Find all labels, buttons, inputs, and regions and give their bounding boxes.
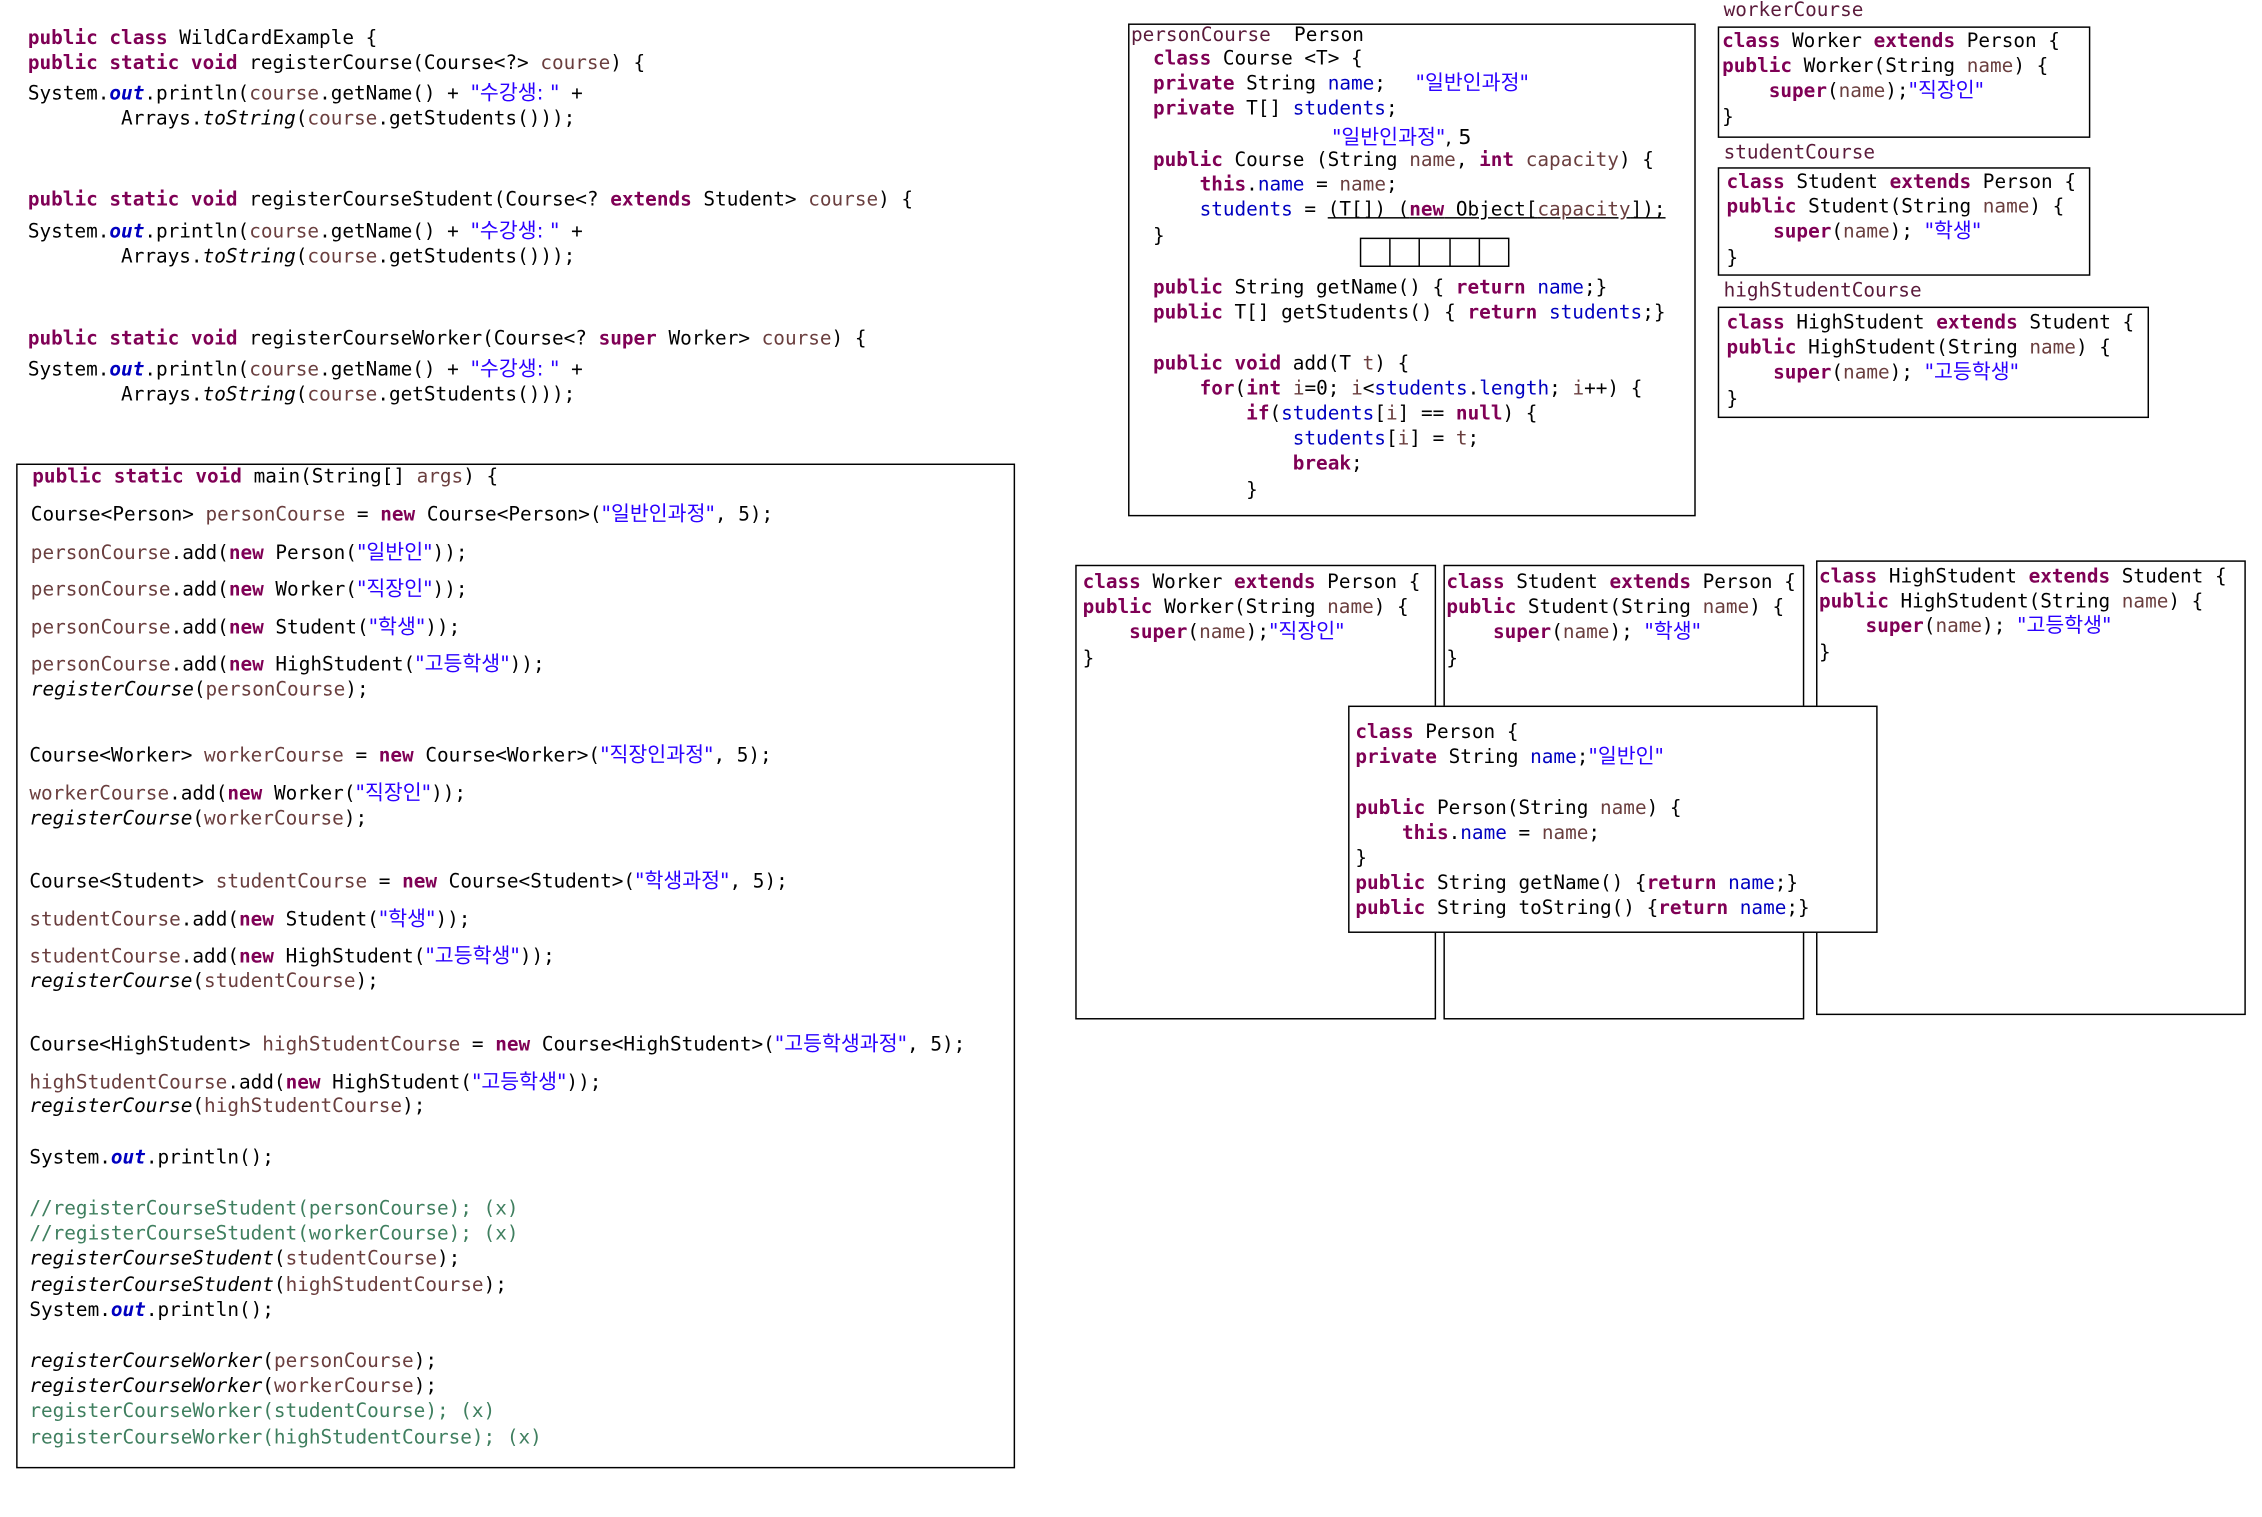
register-course-body: System.out.println(course.getName() + "수…: [27, 82, 583, 131]
register-course-student-calls: //registerCourseStudent(personCourse); (…: [29, 1198, 519, 1322]
person-class-box: [1348, 705, 1878, 933]
worker-course-label: workerCourse: [1723, 0, 1864, 23]
register-course-worker-method: public static void registerCourseWorker(…: [27, 328, 867, 351]
person-course-label: personCourse Person: [1130, 24, 1364, 47]
main-method-box: [16, 463, 1016, 1469]
course-class-code: class Course <T> { private String name; …: [1152, 48, 1398, 121]
register-course-student-method: public static void registerCourseStudent…: [27, 189, 914, 212]
register-worker-course-call: registerCourse(workerCourse);: [29, 808, 368, 831]
high-student-course-box: [1717, 306, 2150, 419]
main-signature: public static void main(String[] args) {: [32, 466, 499, 489]
student-course-label: studentCourse: [1723, 142, 1876, 165]
bottom-student-code: class Student extends Person { public St…: [1446, 572, 1796, 670]
course-class-box: [1128, 23, 1696, 517]
register-course-worker-body: System.out.println(course.getName() + "수…: [27, 357, 583, 407]
bottom-high-student-code: class HighStudent extends Student { publ…: [1818, 566, 2227, 664]
register-high-student-course-call: registerCourse(highStudentCourse);: [29, 1095, 426, 1118]
student-course-block: Course<Student> studentCourse = new Cour…: [29, 869, 788, 969]
worker-course-code: class Worker extends Person { public Wor…: [1722, 30, 2060, 129]
high-student-course-block: Course<HighStudent> highStudentCourse = …: [29, 1032, 966, 1094]
student-course-box: [1717, 167, 2091, 276]
register-course-student-body: System.out.println(course.getName() + "수…: [27, 220, 583, 269]
course-constructor-code: public Course (String name, int capacity…: [1152, 149, 1666, 248]
bottom-worker-code: class Worker extends Person { public Wor…: [1082, 572, 1421, 670]
left-code-top: public class WildCardExample { public st…: [27, 27, 646, 76]
high-student-course-code: class HighStudent extends Student { publ…: [1726, 312, 2135, 411]
register-student-course-call: registerCourse(studentCourse);: [29, 971, 379, 994]
println-1: System.out.println();: [29, 1147, 274, 1170]
worker-course-block: Course<Worker> workerCourse = new Course…: [29, 743, 772, 805]
course-name-value: "일반인과정": [1415, 71, 1529, 96]
constructor-args-annotation: "일반인과정", 5: [1331, 126, 1472, 150]
register-person-course-call: registerCourse(personCourse);: [30, 679, 369, 702]
course-methods-code: public String getName() { return name;} …: [1152, 277, 1666, 502]
person-course-block: Course<Person> personCourse = new Course…: [30, 503, 774, 677]
high-student-course-label: highStudentCourse: [1723, 280, 1922, 303]
worker-course-box: [1717, 26, 2091, 138]
students-array-cells: [1359, 237, 1510, 267]
student-course-code: class Student extends Person { public St…: [1726, 171, 2076, 270]
register-course-worker-calls: registerCourseWorker(personCourse); regi…: [29, 1351, 542, 1449]
person-class-code: class Person { private String name;"일반인"…: [1355, 721, 1810, 921]
